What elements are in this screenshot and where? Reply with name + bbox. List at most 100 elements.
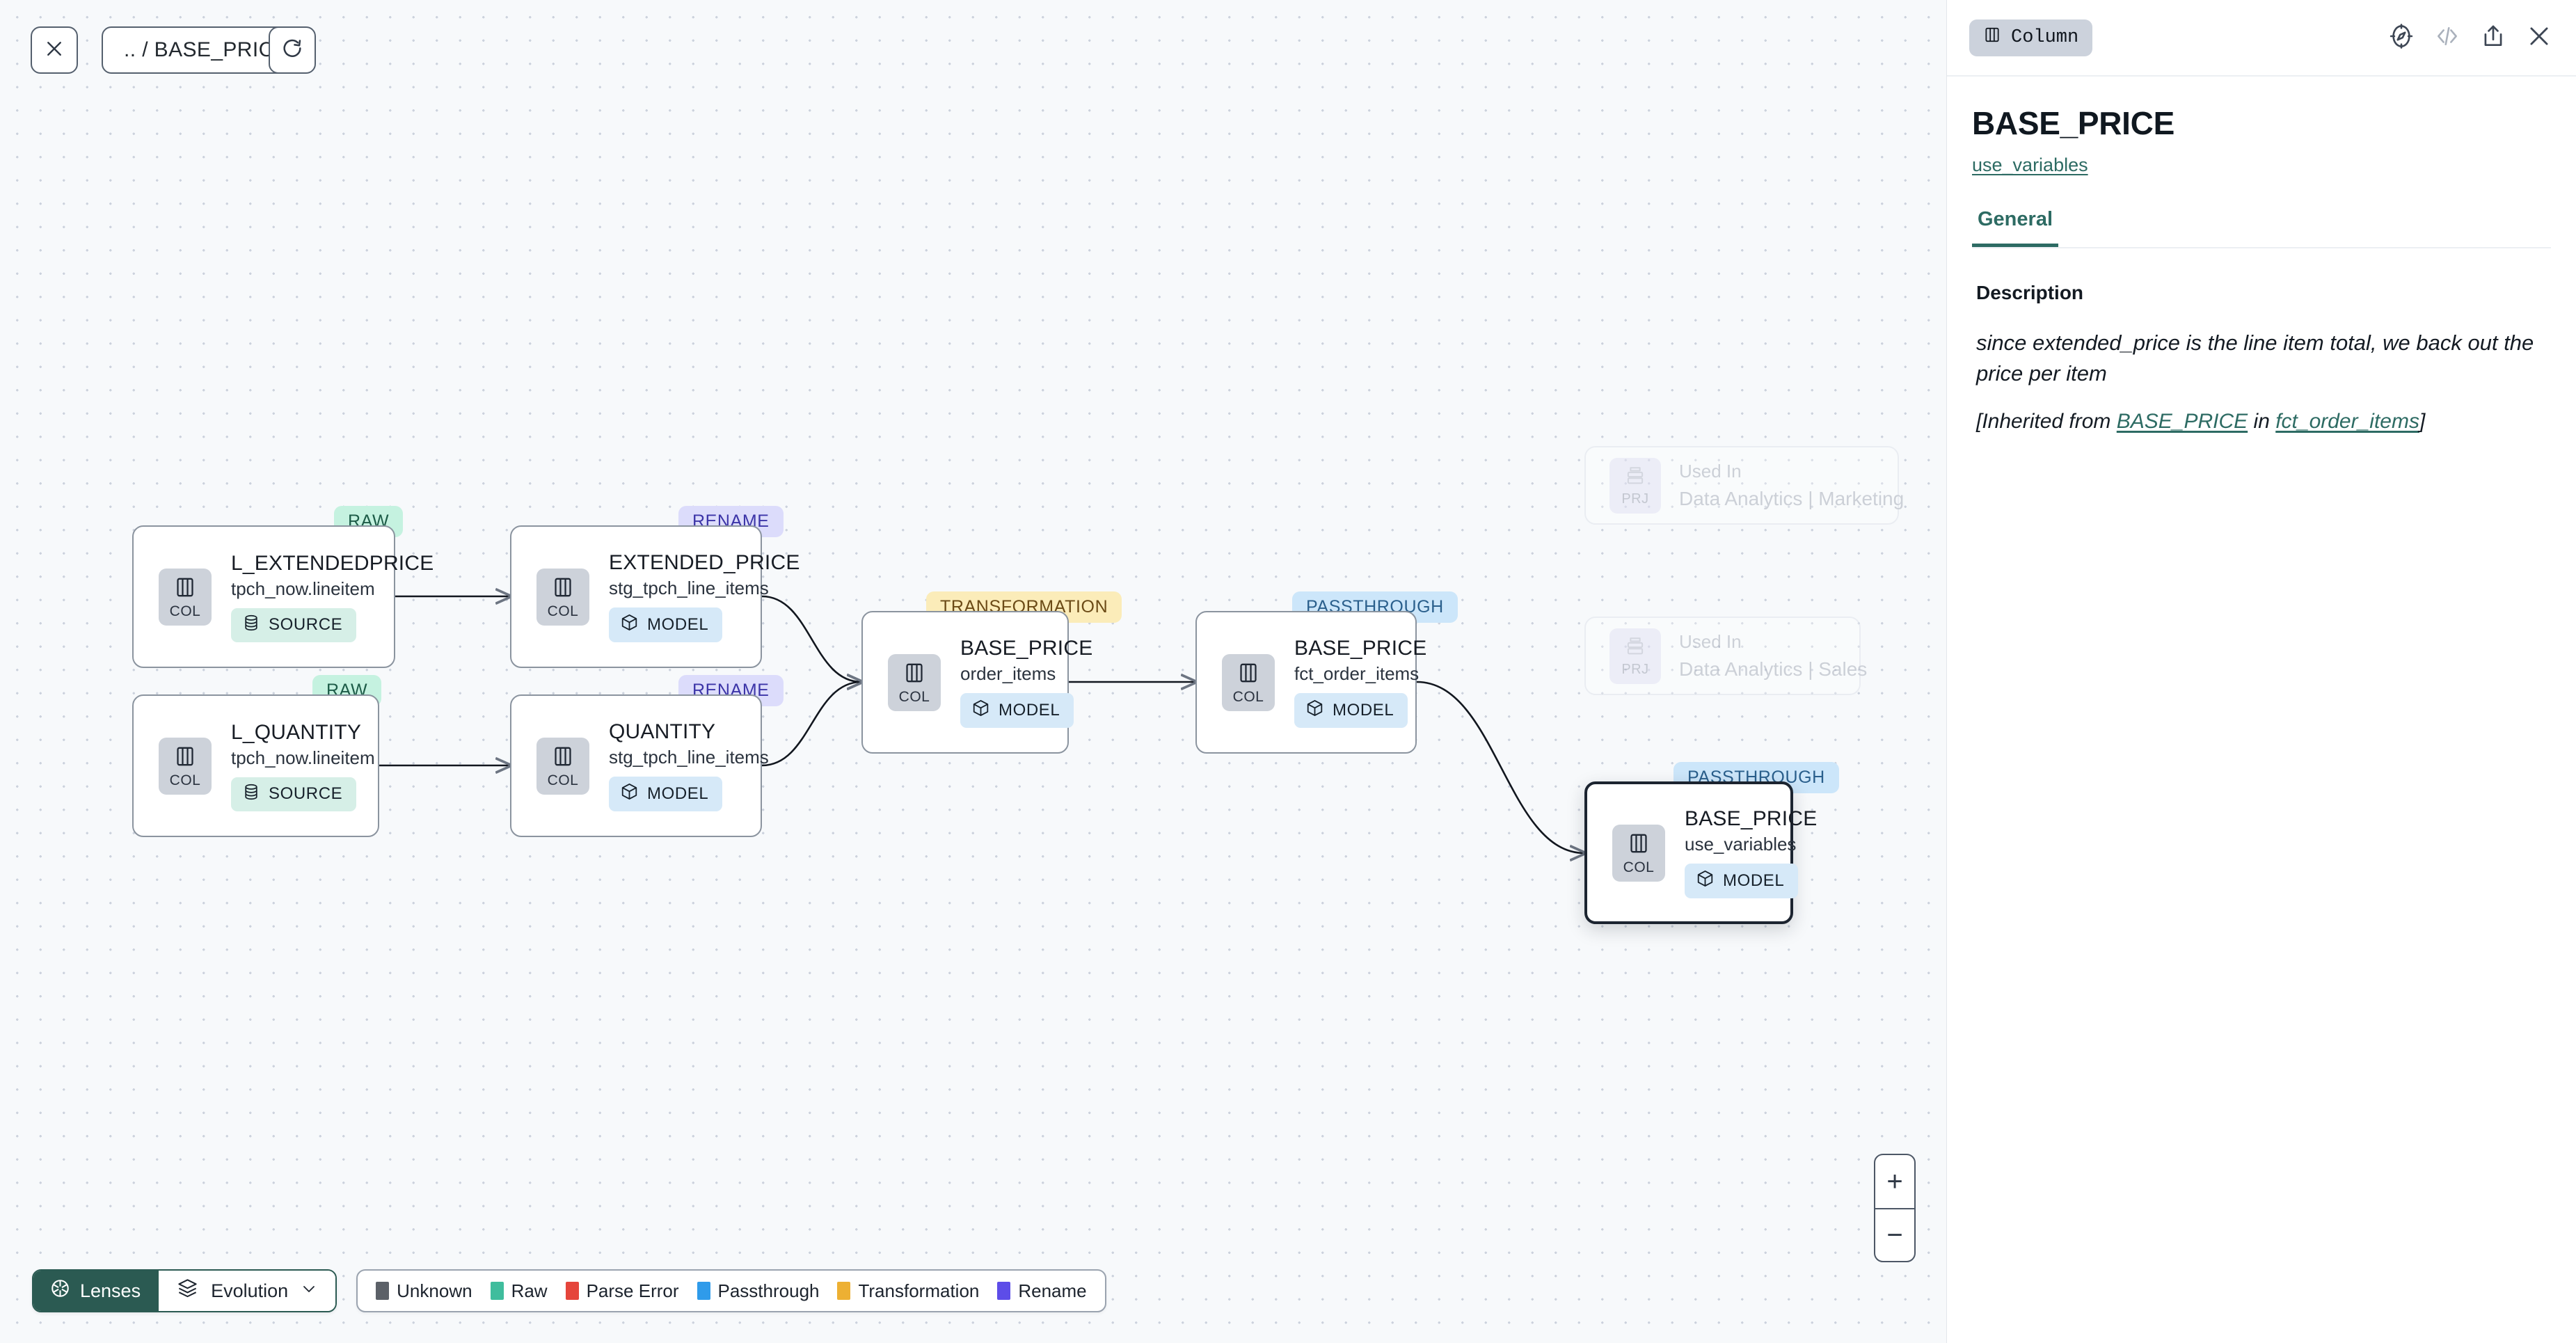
- close-graph-button[interactable]: [31, 26, 78, 74]
- close-icon[interactable]: [2526, 23, 2552, 53]
- refresh-icon: [281, 38, 303, 63]
- legend-item-parse-error[interactable]: Parse Error: [565, 1280, 679, 1302]
- legend-label: Parse Error: [586, 1280, 679, 1301]
- ghost-used-in-label: Used In: [1679, 631, 1742, 652]
- node-kind-badge: COL: [1222, 653, 1275, 711]
- code-icon[interactable]: [2434, 23, 2460, 53]
- legend-item-raw[interactable]: Raw: [490, 1280, 548, 1302]
- node-title: BASE_PRICE: [960, 637, 1093, 660]
- evolution-dropdown[interactable]: Evolution: [157, 1271, 336, 1311]
- details-panel-content: Description since extended_price is the …: [1947, 248, 2576, 434]
- legend-swatch: [697, 1282, 710, 1300]
- evolution-label: Evolution: [211, 1280, 289, 1301]
- details-panel-tabs: General: [1972, 208, 2551, 248]
- details-panel: Column: [1946, 0, 2576, 1343]
- legend-swatch: [490, 1282, 504, 1300]
- inherited-model-link[interactable]: fct_order_items: [2275, 410, 2419, 434]
- legend-label: Unknown: [397, 1280, 472, 1301]
- legend-label: Raw: [511, 1280, 548, 1301]
- node-tag-model: MODEL: [609, 777, 723, 811]
- ghost-kind-label: PRJ: [1621, 662, 1649, 677]
- lenses-button[interactable]: Lenses: [33, 1271, 158, 1311]
- lenses-label: Lenses: [80, 1280, 141, 1301]
- lineage-legend: Unknown Raw Parse Error Passthrough Transfor…: [356, 1269, 1106, 1312]
- node-subtitle: fct_order_items: [1294, 663, 1420, 684]
- node-title: L_EXTENDEDPRICE: [231, 551, 434, 575]
- parent-model-link[interactable]: use_variables: [1972, 154, 2088, 175]
- node-subtitle: stg_tpch_line_items: [609, 747, 769, 768]
- legend-item-unknown[interactable]: Unknown: [376, 1280, 472, 1302]
- legend-swatch: [997, 1282, 1011, 1300]
- legend-item-transformation[interactable]: Transformation: [837, 1280, 979, 1302]
- node-subtitle: order_items: [960, 663, 1056, 684]
- legend-swatch: [565, 1282, 579, 1300]
- node-tag-source: SOURCE: [231, 777, 357, 811]
- legend-label: Rename: [1018, 1280, 1087, 1301]
- minus-icon: −: [1886, 1220, 1903, 1250]
- column-icon: [1983, 26, 2001, 50]
- legend-item-rename[interactable]: Rename: [997, 1280, 1087, 1302]
- node-tag-model: MODEL: [960, 693, 1074, 728]
- node-kind-badge: COL: [159, 737, 212, 795]
- page-title: BASE_PRICE: [1972, 105, 2175, 141]
- node-subtitle: use_variables: [1685, 834, 1797, 855]
- zoom-in-button[interactable]: +: [1875, 1155, 1914, 1208]
- column-icon: [551, 575, 575, 603]
- legend-item-passthrough[interactable]: Passthrough: [697, 1280, 819, 1302]
- ghost-project-name: Data Analytics | Marketing: [1679, 488, 1905, 509]
- prj-icon-box: PRJ: [1609, 457, 1661, 514]
- database-icon: [242, 783, 260, 806]
- details-panel-actions: [2388, 23, 2552, 53]
- cube-icon: [620, 782, 639, 806]
- share-icon[interactable]: [2480, 23, 2506, 53]
- prj-icon-box: PRJ: [1609, 628, 1661, 684]
- cube-icon: [971, 699, 990, 722]
- node-tag-label: SOURCE: [269, 615, 343, 634]
- node-kind-badge: COL: [888, 653, 941, 711]
- chevron-down-icon: [301, 1280, 317, 1302]
- column-icon: [1627, 832, 1651, 859]
- explore-icon[interactable]: [2388, 23, 2415, 53]
- node-kind-label: COL: [169, 603, 201, 619]
- node-title: QUANTITY: [609, 720, 716, 743]
- entity-type-label: Column: [2011, 27, 2079, 48]
- legend-swatch: [376, 1282, 390, 1300]
- layers-icon: [177, 1278, 198, 1304]
- zoom-out-button[interactable]: −: [1875, 1208, 1914, 1261]
- node-kind-label: COL: [547, 772, 579, 788]
- details-panel-header: Column: [1947, 0, 2576, 77]
- column-icon: [173, 745, 197, 772]
- description-inherited-note: [Inherited from BASE_PRICE in fct_order_…: [1976, 410, 2551, 434]
- details-panel-title-block: BASE_PRICE use_variables: [1947, 77, 2576, 176]
- column-icon: [903, 661, 926, 688]
- inherited-prefix: [Inherited from: [1976, 410, 2117, 434]
- column-icon: [1237, 661, 1260, 688]
- node-title: BASE_PRICE: [1685, 807, 1818, 830]
- column-icon: [173, 575, 197, 603]
- node-subtitle: tpch_now.lineitem: [231, 747, 375, 768]
- node-title: L_QUANTITY: [231, 720, 362, 744]
- inherited-column-link[interactable]: BASE_PRICE: [2116, 410, 2248, 434]
- node-subtitle: tpch_now.lineitem: [231, 578, 375, 599]
- node-kind-badge: COL: [536, 737, 589, 795]
- aperture-icon: [50, 1278, 70, 1303]
- tab-general[interactable]: General: [1972, 208, 2058, 247]
- refresh-button[interactable]: [269, 26, 316, 74]
- project-icon: [1624, 465, 1646, 491]
- plus-icon: +: [1886, 1166, 1903, 1197]
